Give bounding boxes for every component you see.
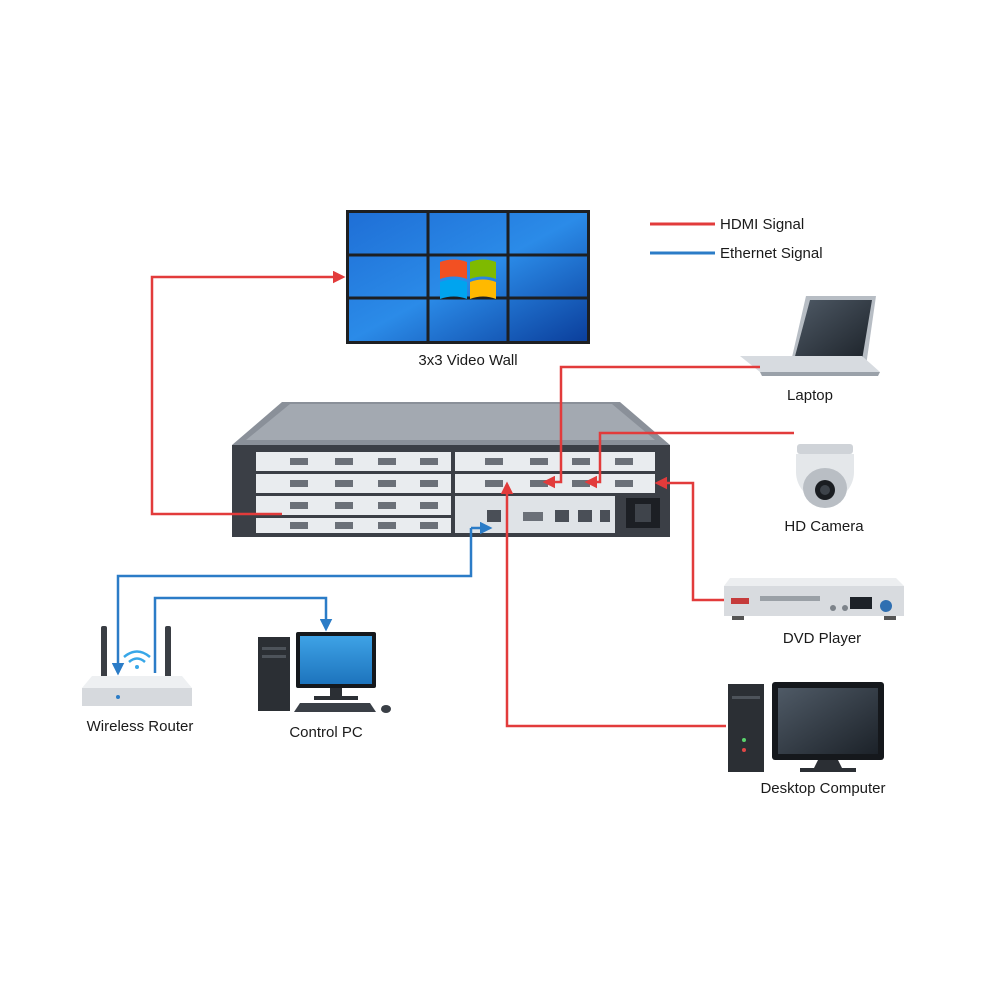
dvd-player [724, 578, 904, 620]
control-pc-label: Control PC [289, 724, 363, 741]
legend-ethernet-label: Ethernet Signal [720, 245, 823, 262]
control-pc [258, 632, 391, 713]
output-cards [256, 452, 451, 533]
desktop-computer [728, 682, 884, 772]
video-wall [346, 210, 590, 344]
matrix-switcher [232, 402, 670, 537]
laptop-label: Laptop [787, 387, 833, 404]
ethernet-connections [111, 521, 493, 676]
legend-hdmi-label: HDMI Signal [720, 216, 804, 233]
ethernet-line-matrix [111, 528, 473, 676]
hdmi-line-laptop [542, 365, 760, 489]
wireless-router [82, 626, 192, 706]
hdmi-line-desktop-computer [500, 481, 726, 728]
desktop-computer-label: Desktop Computer [760, 780, 885, 797]
wireless-router-label: Wireless Router [87, 718, 194, 735]
input-cards [455, 452, 660, 533]
ethernet-port [487, 510, 501, 522]
ethernet-line-control-pc [153, 596, 333, 673]
hdmi-line-video-wall [150, 270, 346, 516]
windows-logo-icon [440, 259, 496, 299]
wifi-icon [123, 650, 151, 669]
hdmi-line-dvd-player [654, 476, 724, 602]
hdmi-connections [150, 270, 794, 728]
dvd-player-label: DVD Player [783, 630, 861, 647]
hd-camera [796, 444, 854, 508]
hdmi-line-hd-camera [584, 431, 794, 489]
legend: HDMI Signal Ethernet Signal [650, 216, 823, 262]
hd-camera-label: HD Camera [784, 518, 864, 535]
video-wall-label: 3x3 Video Wall [418, 352, 517, 369]
laptop [740, 296, 880, 376]
